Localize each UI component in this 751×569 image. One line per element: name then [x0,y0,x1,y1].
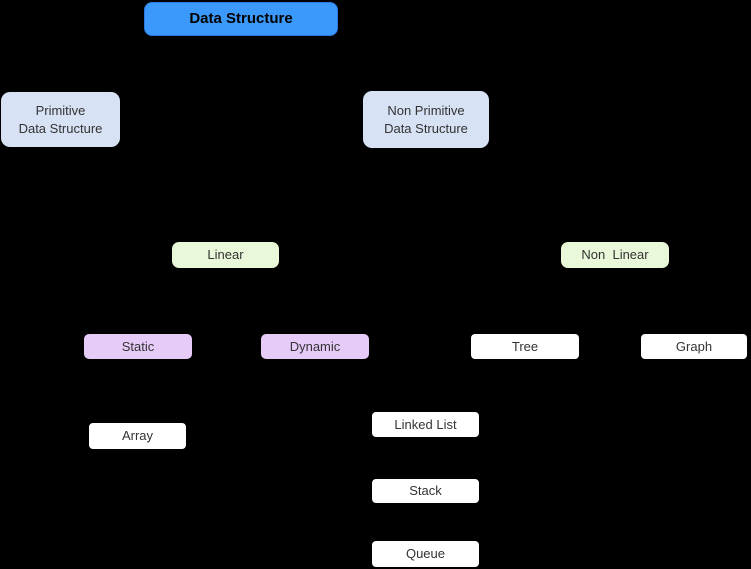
node-label: Dynamic [289,338,341,354]
node-static: Static [83,333,193,360]
node-linear: Linear [171,241,280,269]
node-queue: Queue [371,540,480,568]
node-primitive-data-structure: Primitive Data Structure [0,91,121,148]
node-stack: Stack [371,478,480,504]
node-array: Array [88,422,187,450]
node-label: Linear [207,247,244,263]
node-label: Stack [409,483,442,499]
node-label: Tree [511,338,539,354]
node-label: Data Structure [189,9,293,27]
node-label: Non Linear [581,247,649,263]
node-linked-list: Linked List [371,411,480,438]
node-label: Graph [675,338,713,354]
node-non-primitive-data-structure: Non Primitive Data Structure [362,90,490,149]
node-label: Linked List [394,416,457,432]
node-label: Queue [405,546,446,562]
node-label: Primitive Data Structure [18,102,103,136]
node-graph: Graph [640,333,748,360]
node-non-linear: Non Linear [560,241,670,269]
node-data-structure: Data Structure [144,2,338,36]
node-label: Non Primitive Data Structure [384,102,468,136]
node-label: Array [121,428,154,444]
node-tree: Tree [470,333,580,360]
node-label: Static [121,338,155,354]
node-dynamic: Dynamic [260,333,370,360]
